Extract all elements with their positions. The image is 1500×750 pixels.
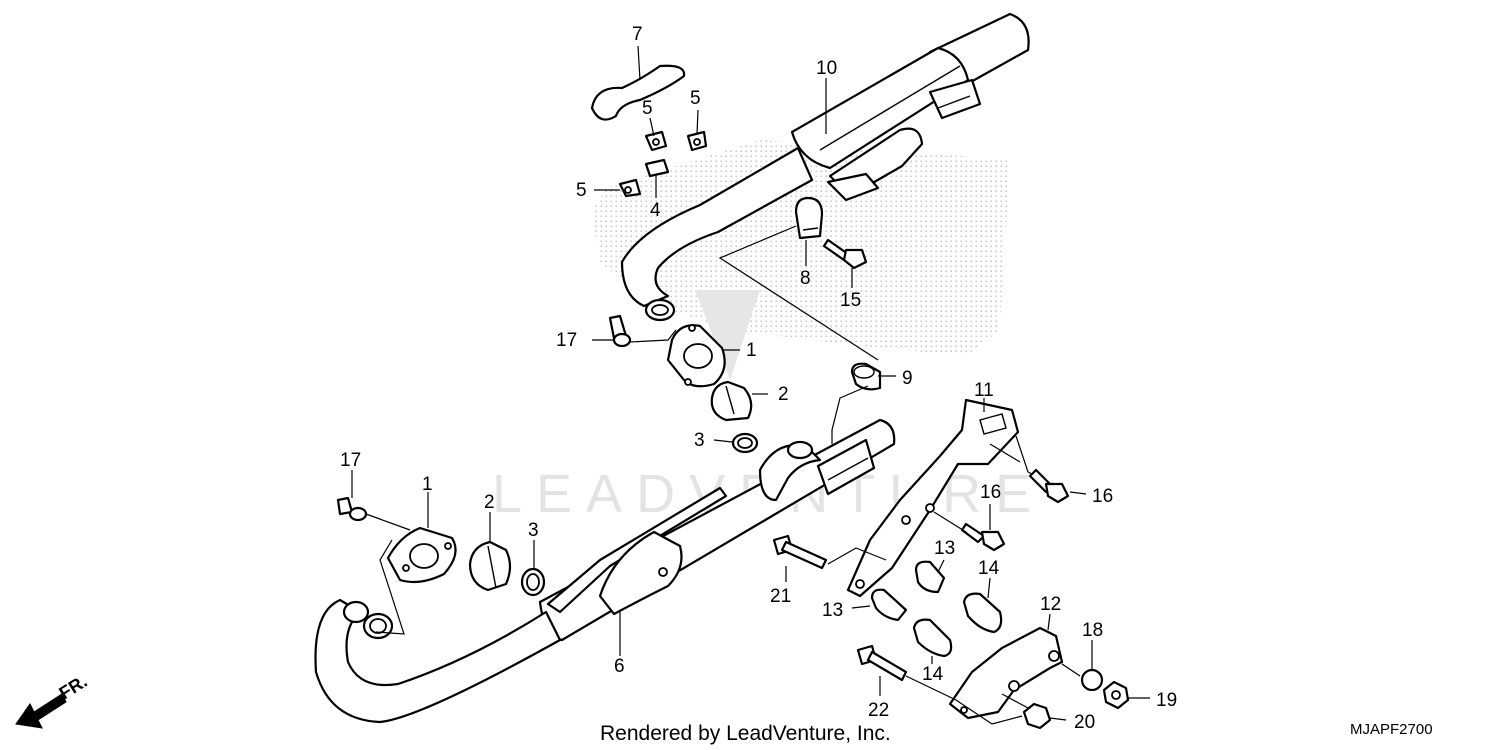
clip-4 bbox=[644, 158, 670, 178]
upper-muffler-assembly bbox=[620, 12, 1030, 322]
bolt-21 bbox=[772, 534, 828, 570]
callout-4: 4 bbox=[650, 200, 661, 221]
bushing-9 bbox=[850, 362, 882, 391]
render-credit: Rendered by LeadVenture, Inc. bbox=[600, 722, 891, 745]
nut-19 bbox=[1102, 680, 1130, 710]
callout-21: 21 bbox=[770, 586, 791, 607]
clamp-8 bbox=[794, 196, 824, 240]
callout-15: 15 bbox=[840, 290, 861, 311]
lower-muffler-assembly bbox=[314, 418, 896, 724]
nut-20 bbox=[1022, 702, 1052, 730]
callout-19: 19 bbox=[1156, 690, 1177, 711]
bolt-17-lower bbox=[336, 496, 368, 522]
bolt-15 bbox=[822, 238, 868, 270]
callout-11: 11 bbox=[974, 380, 994, 401]
callout-17b: 17 bbox=[340, 450, 361, 471]
bolt-16-right bbox=[1028, 468, 1070, 504]
stipple-region bbox=[592, 140, 1010, 356]
collar-13-upper bbox=[914, 560, 946, 594]
callout-12: 12 bbox=[1040, 594, 1061, 615]
clip-5c bbox=[618, 178, 642, 198]
callout-13b: 13 bbox=[822, 600, 843, 621]
callout-2a: 2 bbox=[778, 384, 789, 405]
gasket-1-upper bbox=[666, 324, 726, 388]
callout-3b: 3 bbox=[528, 520, 539, 541]
clip-5a bbox=[644, 130, 668, 152]
callout-16b: 16 bbox=[980, 482, 1001, 503]
mount-14-upper bbox=[962, 592, 1003, 634]
bolt-17-upper bbox=[608, 314, 632, 348]
callout-2b: 2 bbox=[484, 492, 495, 513]
callout-5c: 5 bbox=[576, 180, 587, 201]
callout-22: 22 bbox=[868, 700, 889, 721]
collar-2-upper bbox=[710, 380, 753, 422]
callout-labels: 7 10 5 5 5 4 8 15 1 17 9 2 3 17 1 2 3 6 … bbox=[340, 24, 1177, 733]
callout-8: 8 bbox=[800, 268, 811, 289]
bracket-12 bbox=[948, 626, 1064, 720]
bolt-16-middle bbox=[960, 522, 1006, 552]
gasket-1-lower bbox=[386, 526, 457, 584]
bolt-22 bbox=[856, 644, 908, 682]
diagram-code: MJAPF2700 bbox=[1350, 721, 1433, 738]
callout-3a: 3 bbox=[694, 430, 705, 451]
collar-2-lower bbox=[468, 540, 512, 592]
mount-14-lower bbox=[912, 618, 953, 658]
clip-5b bbox=[686, 130, 708, 152]
callout-20: 20 bbox=[1074, 712, 1095, 733]
callout-13a: 13 bbox=[934, 538, 955, 559]
collar-13-lower bbox=[870, 588, 908, 622]
callout-5a: 5 bbox=[642, 98, 653, 119]
callout-7: 7 bbox=[632, 24, 643, 45]
callout-16a: 16 bbox=[1092, 486, 1113, 507]
bracket-11 bbox=[846, 398, 1020, 598]
callout-18: 18 bbox=[1082, 620, 1103, 641]
washer-18 bbox=[1080, 668, 1104, 692]
callout-17a: 17 bbox=[556, 330, 577, 351]
leader-lines bbox=[351, 45, 1150, 725]
callout-9: 9 bbox=[902, 368, 913, 389]
callout-14b: 14 bbox=[922, 664, 944, 685]
front-direction-arrow: FR. bbox=[15, 671, 91, 729]
callout-5b: 5 bbox=[690, 88, 701, 109]
heat-shield-7 bbox=[590, 64, 686, 121]
callout-1a: 1 bbox=[746, 340, 757, 361]
callout-10: 10 bbox=[816, 58, 837, 79]
callout-1b: 1 bbox=[422, 474, 433, 495]
callout-14a: 14 bbox=[978, 558, 1000, 579]
watermark-logo bbox=[695, 290, 760, 380]
callout-6: 6 bbox=[614, 656, 625, 677]
